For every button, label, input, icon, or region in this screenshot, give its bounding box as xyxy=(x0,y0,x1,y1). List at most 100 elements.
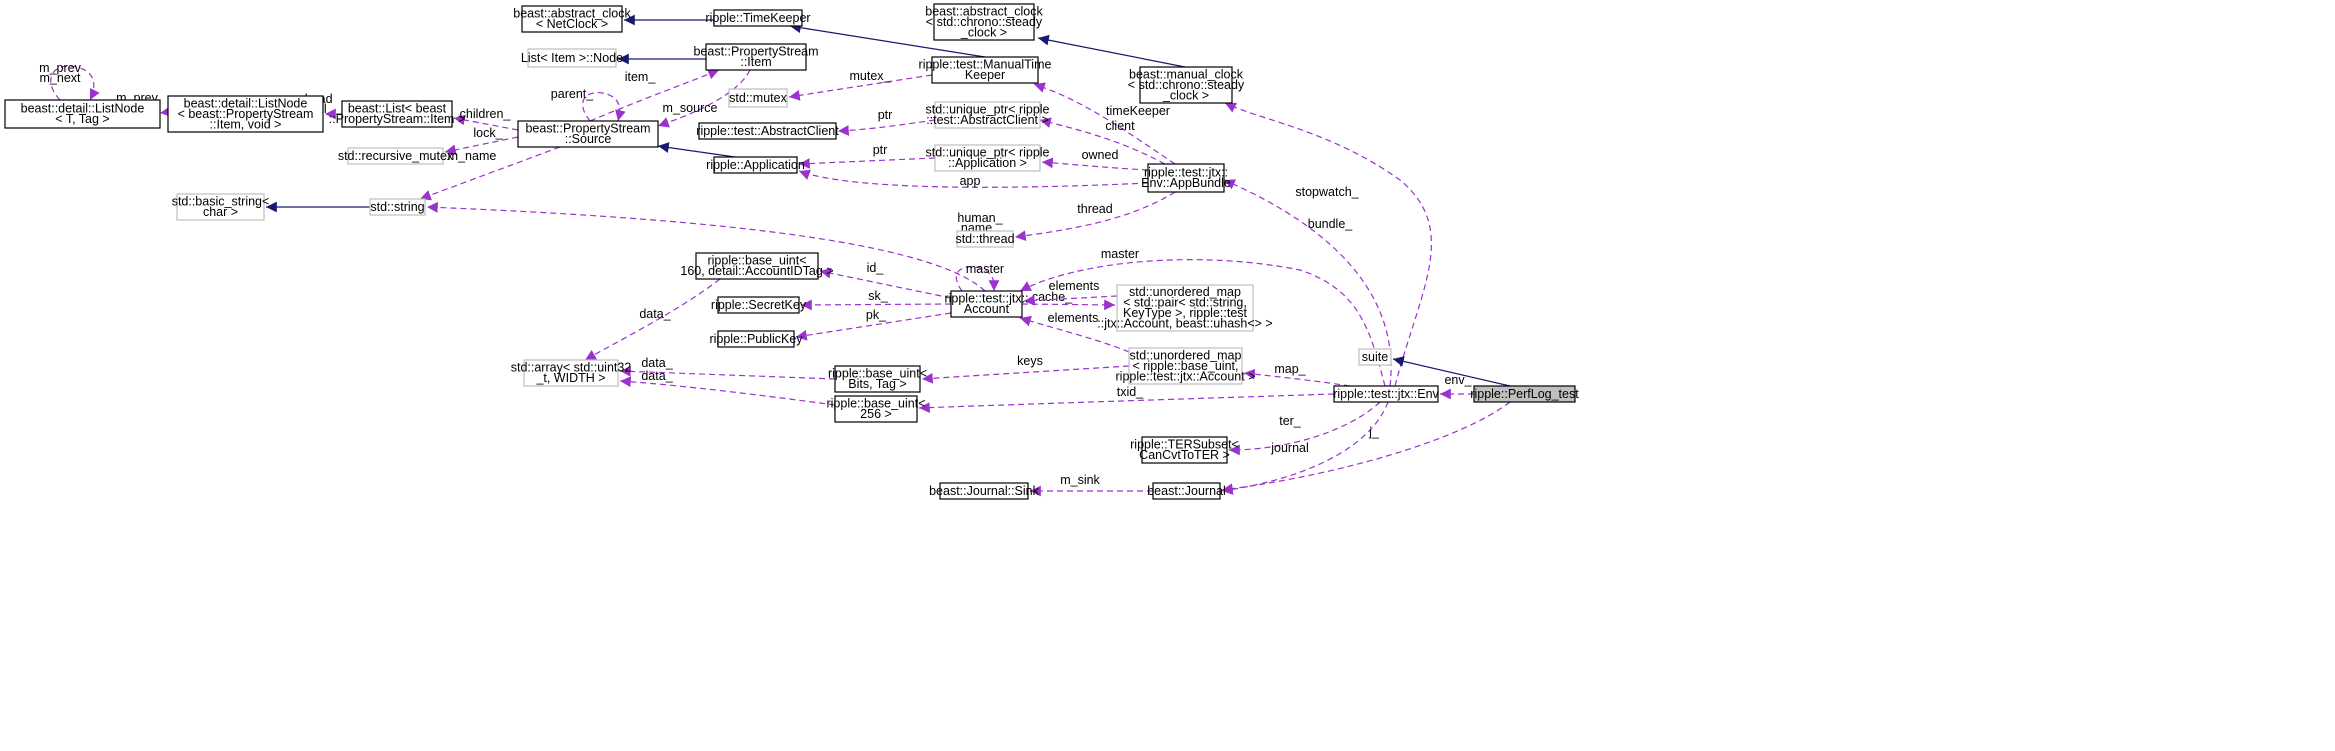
node-label: std::unordered_map xyxy=(1130,348,1242,362)
edge-label: client xyxy=(1105,119,1135,133)
node-label: ripple::base_uint< xyxy=(707,254,806,268)
node-box xyxy=(705,43,807,71)
node-label: ::PropertyStream::Item > xyxy=(329,112,466,126)
edge-source-string: m_name xyxy=(419,146,561,201)
node-box xyxy=(717,296,800,314)
edge-label: owned xyxy=(1082,148,1119,162)
edge-label: item_ xyxy=(625,70,657,84)
edge-line xyxy=(1019,259,1386,387)
node-base-uint-256[interactable]: ripple::base_uint<256 > xyxy=(826,395,926,423)
node-box xyxy=(1333,385,1439,403)
edge-journal-sink: m_sink xyxy=(1030,473,1153,497)
node-ps-source[interactable]: beast::PropertyStream::Source xyxy=(517,120,659,148)
node-label: ripple::PublicKey xyxy=(709,332,803,346)
node-application[interactable]: ripple::Application xyxy=(706,156,805,174)
node-label: KeyType >, ripple::test xyxy=(1123,306,1248,320)
node-list-node[interactable]: List< Item >::Node xyxy=(521,48,623,68)
edge-label: thread xyxy=(1077,202,1112,216)
edge-line xyxy=(159,106,172,118)
edge-label: children_ xyxy=(460,107,512,121)
node-recursive-mutex[interactable]: std::recursive_mutex xyxy=(338,147,454,165)
node-box xyxy=(728,88,788,108)
node-uptr-client[interactable]: std::unique_ptr< ripple::test::AbstractC… xyxy=(925,101,1050,129)
edge-source-list: children_ xyxy=(453,107,519,131)
node-label: beast::abstract_clock xyxy=(925,4,1043,18)
node-suite[interactable]: suite xyxy=(1358,348,1392,366)
edge-label: timeKeeper xyxy=(1106,104,1170,118)
node-label: ripple::test::jtx:: xyxy=(944,292,1028,306)
node-publickey[interactable]: ripple::PublicKey xyxy=(709,330,803,348)
node-manual-clock[interactable]: beast::manual_clock< std::chrono::steady… xyxy=(1128,66,1245,104)
edge-line xyxy=(419,146,561,201)
node-label: suite xyxy=(1362,350,1388,364)
edge-line xyxy=(788,74,933,101)
node-list-item[interactable]: beast::List< beast::PropertyStream::Item… xyxy=(329,100,466,128)
node-box xyxy=(1141,436,1228,464)
node-label: char > xyxy=(203,205,238,219)
edge-label: bundle_ xyxy=(1308,217,1354,231)
node-umap-pair[interactable]: std::unordered_map< std::pair< std::stri… xyxy=(1097,284,1273,332)
edge-label: m_name xyxy=(448,149,497,163)
edge-label: lock_ xyxy=(473,126,503,140)
node-label: ::Item xyxy=(740,55,771,69)
node-ps-item[interactable]: beast::PropertyStream::Item xyxy=(693,43,819,71)
node-label: std::unordered_map xyxy=(1129,285,1241,299)
node-base-uint-160[interactable]: ripple::base_uint<160, detail::AccountID… xyxy=(680,252,834,280)
node-label: ripple::TimeKeeper xyxy=(705,11,810,25)
node-base-uint-bits[interactable]: ripple::base_uint<Bits, Tag > xyxy=(828,365,927,393)
node-label: ripple::test::ManualTime xyxy=(919,58,1052,72)
node-ter-subset[interactable]: ripple::TERSubset<CanCvtToTER > xyxy=(1130,436,1239,464)
node-box xyxy=(950,290,1023,318)
edge-line xyxy=(619,376,836,406)
node-journal[interactable]: beast::Journal xyxy=(1147,482,1226,500)
edge-uptrclient-client: ptr xyxy=(837,108,936,136)
node-env[interactable]: ripple::test::jtx::Env xyxy=(1333,385,1440,403)
node-label: beast::abstract_clock xyxy=(513,7,631,21)
edge-bubits-array: data_ xyxy=(619,356,836,380)
node-label: std::string xyxy=(370,200,424,214)
node-label: beast::Journal::Sink xyxy=(929,484,1040,498)
edge-env-umapacct: map_ xyxy=(1243,362,1351,387)
edge-label: m_next xyxy=(40,71,82,85)
node-perflog-test[interactable]: ripple::PerfLog_test xyxy=(1470,385,1579,403)
node-box xyxy=(341,100,453,128)
node-listnode-item[interactable]: beast::detail::ListNode< beast::Property… xyxy=(167,95,324,133)
node-abstract-client[interactable]: ripple::test::AbstractClient xyxy=(696,122,839,140)
node-box xyxy=(956,230,1014,248)
node-abs-clock-steady[interactable]: beast::abstract_clock< std::chrono::stea… xyxy=(925,3,1043,41)
node-box xyxy=(934,101,1041,129)
node-secretkey[interactable]: ripple::SecretKey xyxy=(711,296,807,314)
node-label: ripple::Application xyxy=(706,158,805,172)
node-basic-string[interactable]: std::basic_string<char > xyxy=(172,193,270,221)
node-std-string[interactable]: std::string xyxy=(369,198,426,216)
edge-line xyxy=(657,142,736,158)
node-abs-clock-net[interactable]: beast::abstract_clock< NetClock > xyxy=(513,5,631,33)
node-listnode-t[interactable]: beast::detail::ListNode< T, Tag > xyxy=(4,99,161,129)
node-label: beast::PropertyStream xyxy=(693,45,818,59)
node-std-mutex[interactable]: std::mutex xyxy=(728,88,788,108)
node-timekeeper[interactable]: ripple::TimeKeeper xyxy=(705,9,811,27)
node-umap-acct[interactable]: std::unordered_map< ripple::base_uint,ri… xyxy=(1116,347,1256,385)
node-std-thread[interactable]: std::thread xyxy=(955,230,1015,248)
edge-label: parent_ xyxy=(551,87,594,101)
edge-line xyxy=(798,169,1149,188)
node-label: List< Item >::Node xyxy=(521,51,623,65)
edge-label: m_sink xyxy=(1060,473,1100,487)
node-std-array[interactable]: std::array< std::uint32_t, WIDTH > xyxy=(511,359,632,387)
node-label: ripple::test::jtx:: xyxy=(1144,166,1228,180)
edge-line xyxy=(789,22,986,58)
node-journal-sink[interactable]: beast::Journal::Sink xyxy=(929,482,1040,500)
edge-account-public: pk_ xyxy=(795,308,952,341)
node-label: ::Application > xyxy=(948,156,1027,170)
node-box xyxy=(933,3,1035,41)
node-appbundle[interactable]: ripple::test::jtx::Env::AppBundle xyxy=(1141,163,1231,193)
node-label: ripple::base_uint< xyxy=(828,367,927,381)
edge-label: mutex_ xyxy=(850,69,892,83)
edge-account-self: master xyxy=(955,262,1004,292)
node-uptr-app[interactable]: std::unique_ptr< ripple::Application > xyxy=(925,144,1050,172)
node-box xyxy=(1147,163,1225,193)
node-account[interactable]: ripple::test::jtx::Account xyxy=(944,290,1029,318)
node-label: beast::PropertyStream xyxy=(525,122,650,136)
edge-umapacct-account: elements xyxy=(1019,311,1130,353)
